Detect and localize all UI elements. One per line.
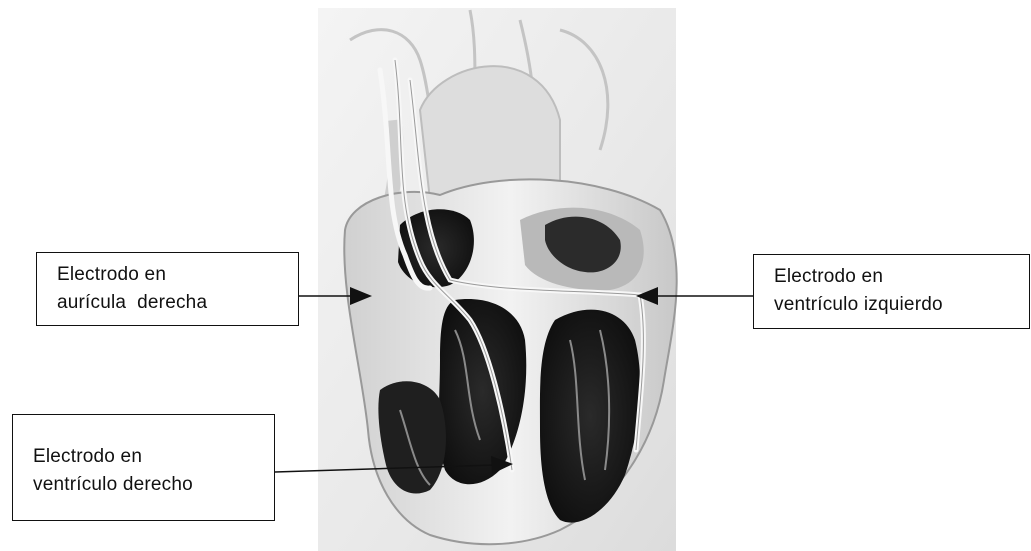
- label-right-atrium-line2: aurícula derecha: [57, 289, 288, 317]
- label-right-ventricle-electrode: Electrodo en ventrículo derecho: [12, 414, 275, 521]
- label-left-ventricle-electrode: Electrodo en ventrículo izquierdo: [753, 254, 1030, 329]
- pointer-left-ventricle: [636, 287, 753, 305]
- label-right-atrium-electrode: Electrodo en aurícula derecha: [36, 252, 299, 326]
- label-right-atrium-line1: Electrodo en: [57, 261, 288, 289]
- label-right-ventricle-line1: Electrodo en: [33, 443, 264, 471]
- label-right-ventricle-line2: ventrículo derecho: [33, 471, 264, 499]
- label-left-ventricle-line1: Electrodo en: [774, 263, 1019, 291]
- label-left-ventricle-line2: ventrículo izquierdo: [774, 291, 1019, 319]
